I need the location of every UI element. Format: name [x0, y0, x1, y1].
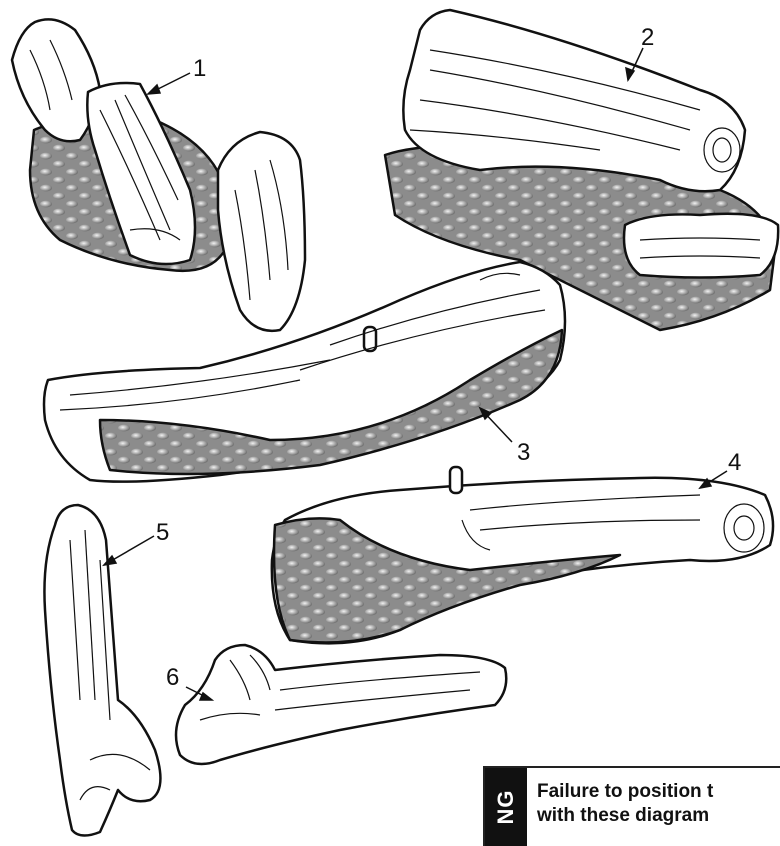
warning-box: NG Failure to position t with these diag… [483, 766, 780, 846]
callout-1: 1 [193, 55, 206, 82]
warning-text: Failure to position t with these diagram [537, 780, 780, 828]
log-1a [12, 19, 100, 141]
callout-2: 2 [641, 24, 654, 51]
log-group-1 [12, 19, 305, 331]
warning-line-2: with these diagram [537, 804, 780, 828]
log-group-4 [272, 467, 773, 643]
callout-5: 5 [156, 519, 169, 546]
log-5 [44, 505, 160, 836]
log-group-6 [176, 645, 506, 764]
log-group-3 [44, 262, 565, 482]
log-2a [403, 10, 745, 191]
warning-side-banner: NG [485, 768, 527, 846]
pin-4 [450, 467, 462, 493]
callout-4: 4 [728, 449, 741, 476]
warning-side-label: NG [493, 784, 519, 830]
log-6 [176, 645, 506, 764]
warning-line-1: Failure to position t [537, 780, 780, 804]
log-1c [218, 132, 305, 331]
callout-6: 6 [166, 664, 179, 691]
log-2b [624, 214, 778, 278]
log-group-5 [44, 505, 160, 836]
callout-3: 3 [517, 439, 530, 466]
